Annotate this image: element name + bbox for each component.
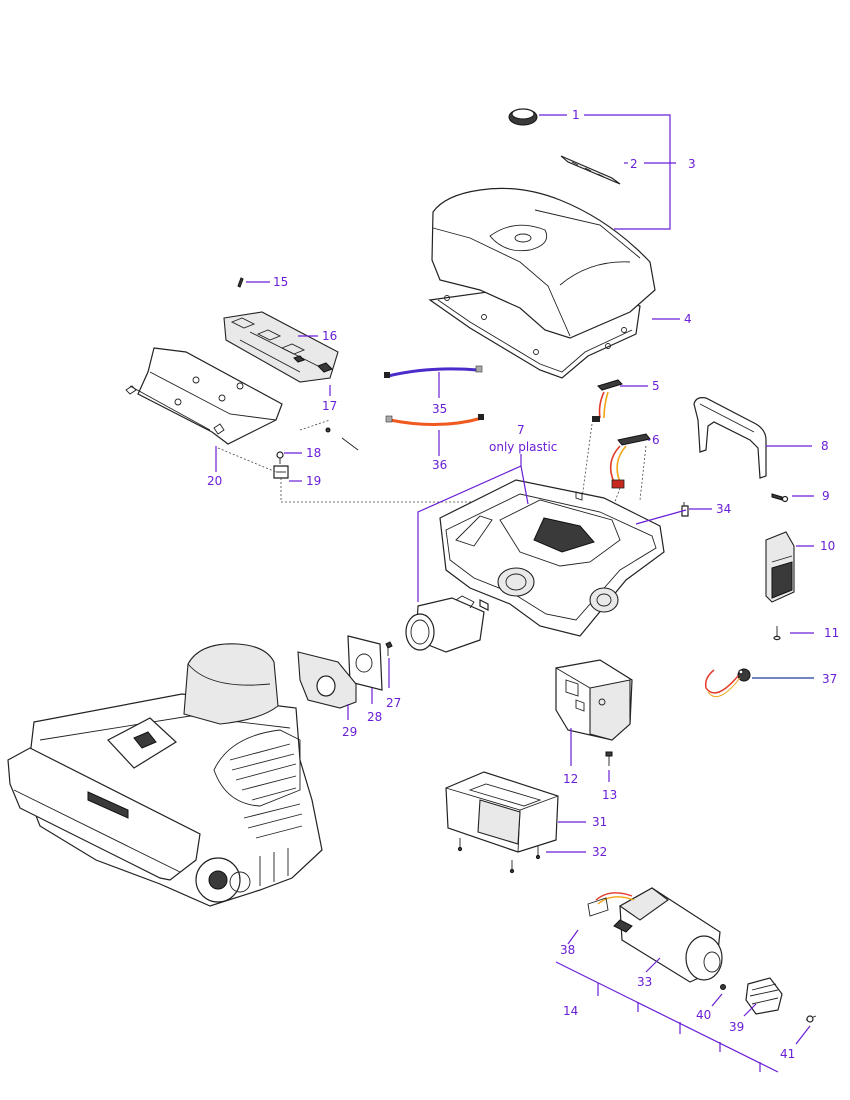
part-36-cable-orange bbox=[385, 414, 484, 426]
label-37: 37 bbox=[822, 672, 837, 686]
label-3: 3 bbox=[688, 157, 696, 171]
label-9: 9 bbox=[822, 489, 830, 503]
part-15-screw bbox=[237, 277, 244, 288]
label-31: 31 bbox=[592, 815, 607, 829]
part-11-screw bbox=[773, 626, 781, 641]
label-1: 1 bbox=[572, 108, 580, 122]
label-38: 38 bbox=[560, 943, 575, 957]
label-13: 13 bbox=[602, 788, 617, 802]
label-40: 40 bbox=[696, 1008, 711, 1022]
part-2-strip bbox=[560, 155, 621, 185]
part-6-connector bbox=[609, 433, 651, 489]
part-12-control-module bbox=[555, 659, 633, 741]
label-28: 28 bbox=[367, 710, 382, 724]
label-17: 17 bbox=[322, 399, 337, 413]
label-27: 27 bbox=[386, 696, 401, 710]
label-6: 6 bbox=[652, 433, 660, 447]
part-40-washer bbox=[720, 984, 726, 990]
part-41-screw bbox=[805, 1015, 817, 1023]
part-7-chassis bbox=[439, 479, 665, 637]
small-pin bbox=[325, 427, 359, 451]
part-33-drive-motor bbox=[587, 887, 723, 983]
label-29: 29 bbox=[342, 725, 357, 739]
label-11: 11 bbox=[824, 626, 839, 640]
label-19: 19 bbox=[306, 474, 321, 488]
label-39: 39 bbox=[729, 1020, 744, 1034]
label-16: 16 bbox=[322, 329, 337, 343]
part-10-panel bbox=[765, 531, 795, 603]
assembled-mower-illustration bbox=[7, 643, 323, 907]
label-2: 2 bbox=[630, 157, 638, 171]
part-4-top-cover bbox=[428, 187, 656, 379]
leader-lines bbox=[215, 114, 814, 1073]
part-number-labels: 1 2 3 4 5 6 7 only plastic 8 9 10 11 12 … bbox=[207, 108, 839, 1061]
label-20: 20 bbox=[207, 474, 222, 488]
part-34-small-part bbox=[681, 502, 689, 517]
label-10: 10 bbox=[820, 539, 835, 553]
label-15: 15 bbox=[273, 275, 288, 289]
label-4: 4 bbox=[684, 312, 692, 326]
label-34: 34 bbox=[716, 502, 731, 516]
label-12: 12 bbox=[563, 772, 578, 786]
part-32-screws bbox=[457, 838, 541, 874]
part-13-screw bbox=[605, 751, 613, 766]
part-29-shield bbox=[297, 651, 357, 709]
label-18: 18 bbox=[306, 446, 321, 460]
part-35-cable-purple bbox=[384, 365, 483, 378]
label-8: 8 bbox=[821, 439, 829, 453]
part-31-battery bbox=[445, 771, 559, 853]
label-7: 7 bbox=[517, 423, 525, 437]
part-8-handle bbox=[693, 397, 767, 479]
label-33: 33 bbox=[637, 975, 652, 989]
part-28-gasket bbox=[347, 635, 383, 691]
label-7-note: only plastic bbox=[489, 440, 557, 454]
part-19-clip bbox=[273, 465, 289, 479]
label-32: 32 bbox=[592, 845, 607, 859]
part-20-bracket bbox=[125, 347, 283, 445]
part-16-circuit-board bbox=[223, 311, 339, 383]
label-41: 41 bbox=[780, 1047, 795, 1061]
part-5-connector bbox=[592, 379, 623, 422]
part-27-screw bbox=[385, 641, 393, 656]
part-9-screw bbox=[771, 493, 789, 503]
part-7-motor-housing bbox=[405, 595, 489, 653]
label-14: 14 bbox=[563, 1004, 578, 1018]
label-36: 36 bbox=[432, 458, 447, 472]
part-18-screw bbox=[276, 451, 284, 464]
label-5: 5 bbox=[652, 379, 660, 393]
part-1-cap bbox=[508, 108, 538, 126]
label-35: 35 bbox=[432, 402, 447, 416]
part-37-sensor bbox=[704, 668, 751, 698]
